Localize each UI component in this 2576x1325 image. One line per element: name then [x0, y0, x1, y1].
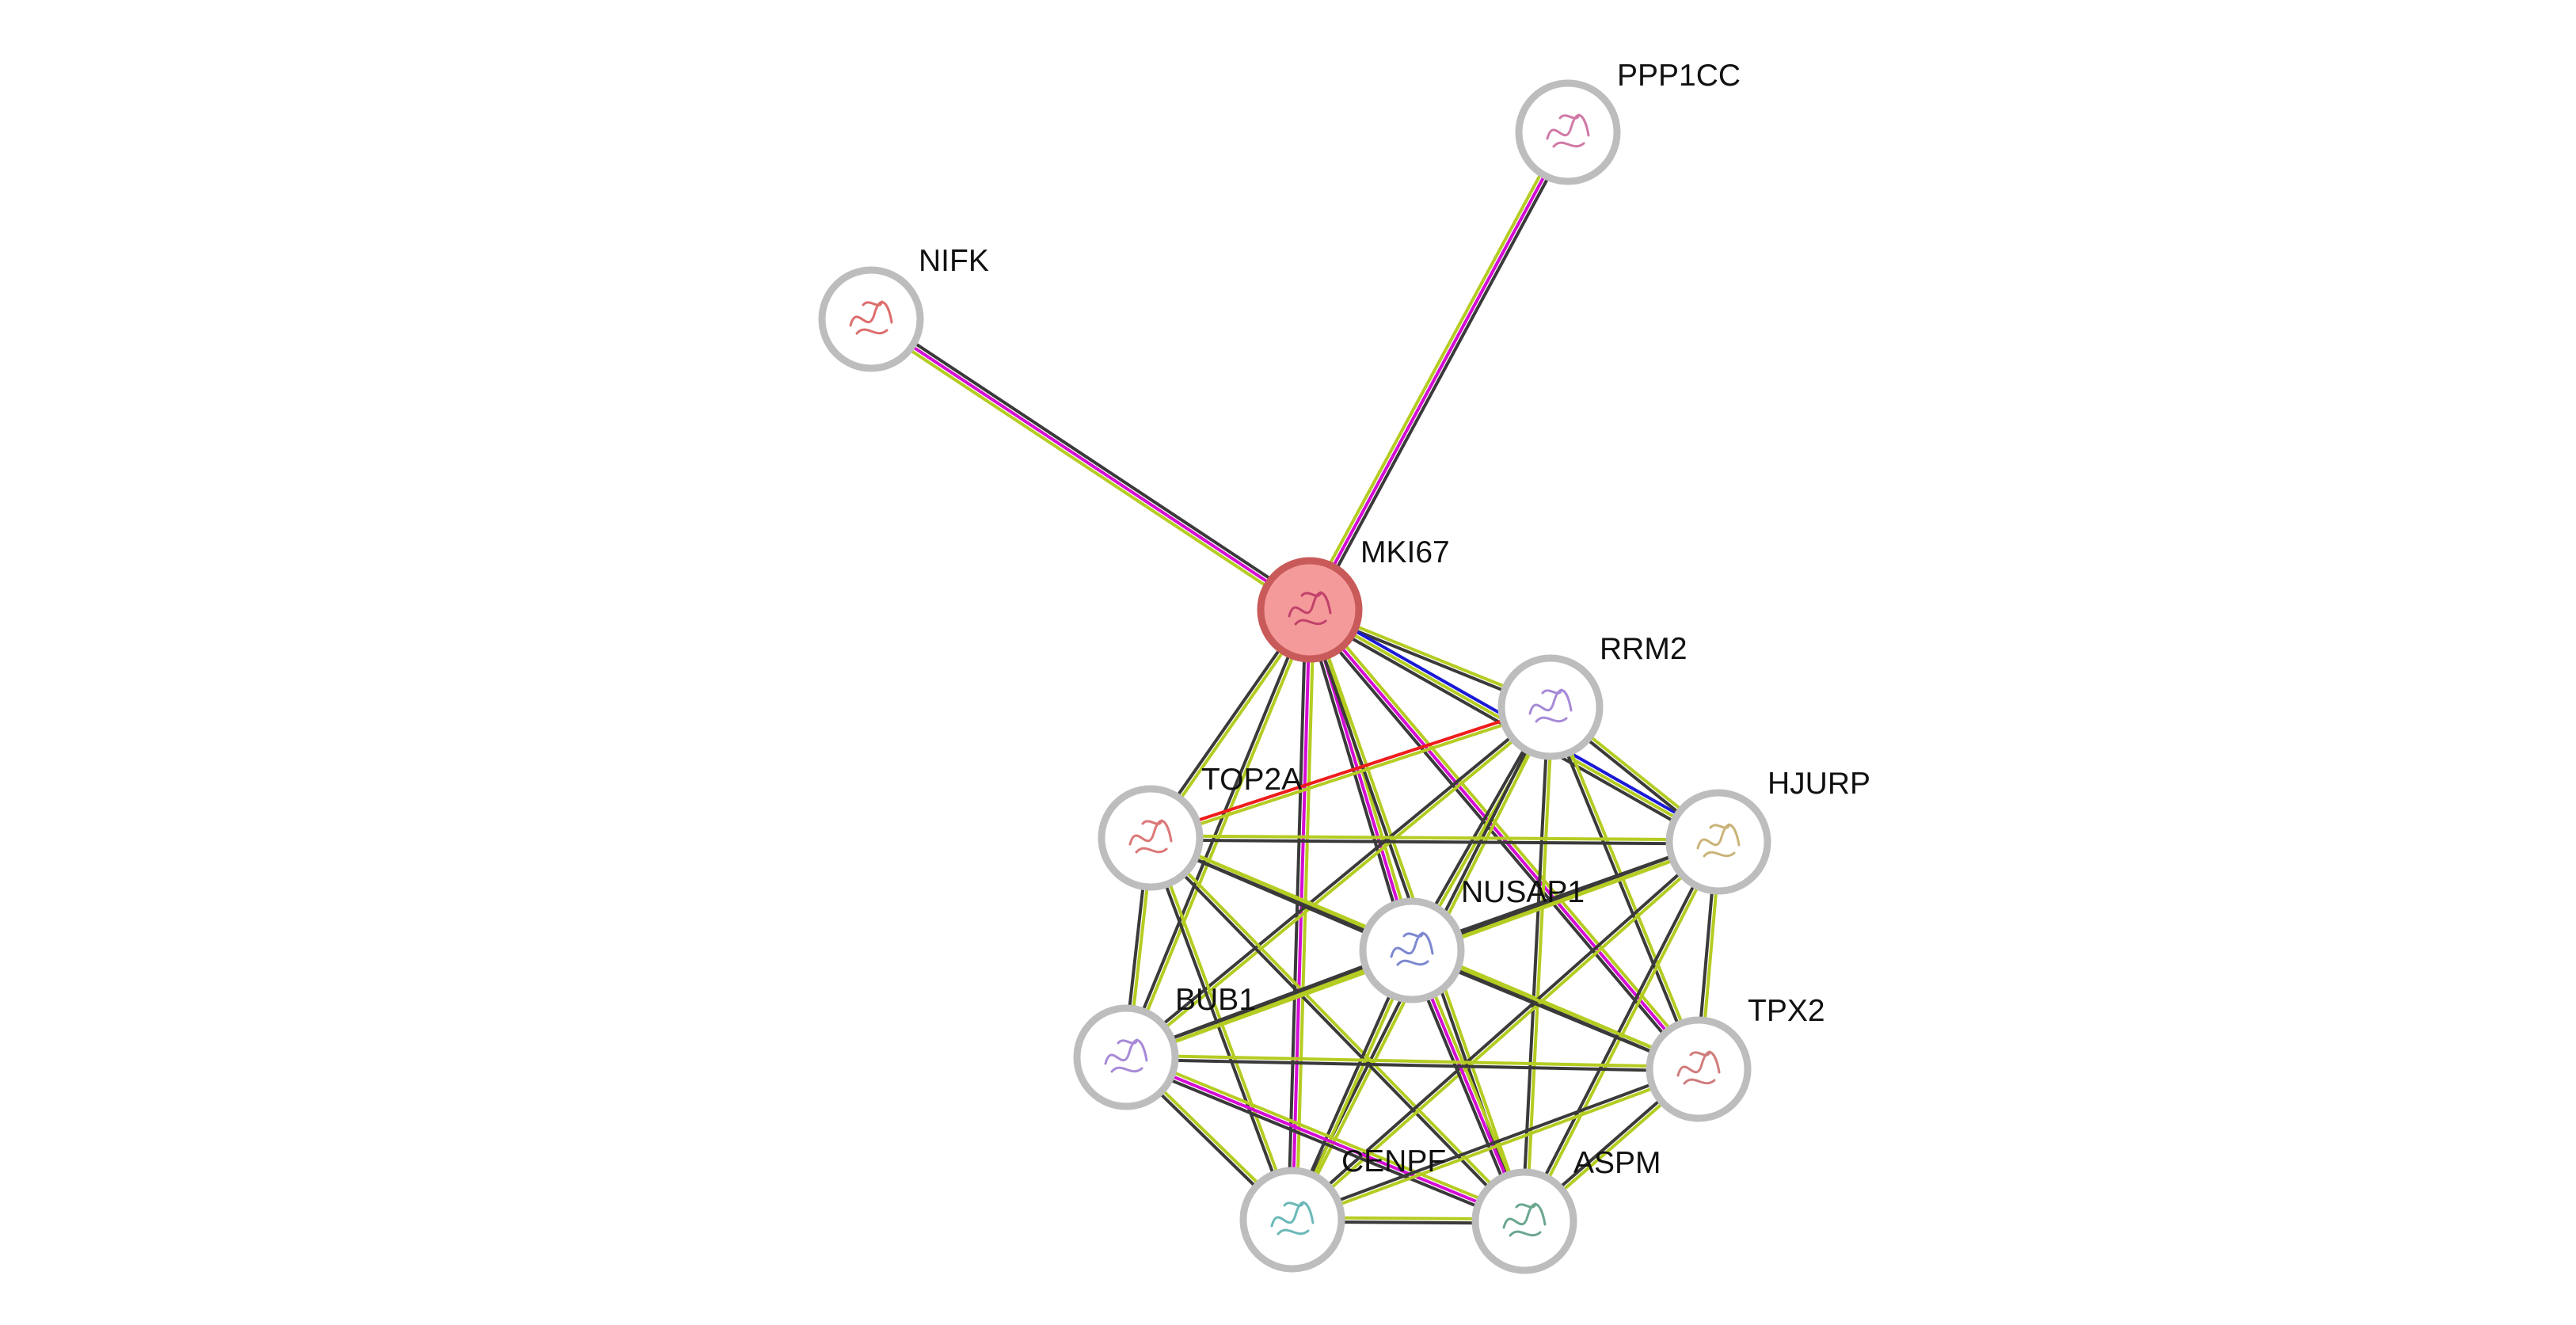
- edge-line-fusion: [1149, 703, 1551, 838]
- edge-line-textmining: [1304, 129, 1566, 609]
- node-hjurp[interactable]: HJURP: [1665, 767, 1870, 895]
- edge-line-experiments: [869, 318, 1311, 611]
- edge-line-coexpression: [1291, 1065, 1699, 1220]
- node-label: TPX2: [1748, 994, 1825, 1028]
- protein-structure-icon: [1696, 823, 1741, 858]
- node-nifk[interactable]: NIFK: [818, 244, 989, 372]
- node-label: NUSAP1: [1461, 875, 1585, 909]
- node-mki67[interactable]: MKI67: [1257, 535, 1450, 663]
- protein-structure-icon: [1546, 113, 1590, 148]
- edge-line-coexpression: [1124, 704, 1551, 1057]
- edge-line-coexpression: [1304, 610, 1410, 953]
- edge-tpx2-cenpf[interactable]: [1291, 1065, 1700, 1224]
- protein-structure-icon: [1676, 1050, 1721, 1085]
- edge-line-textmining: [868, 321, 1309, 615]
- edge-line-experiments: [1125, 1056, 1525, 1223]
- edge-line-textmining: [1551, 706, 1703, 1069]
- edge-line-coexpression: [872, 314, 1313, 608]
- edge-rrm2-aspm[interactable]: [1520, 706, 1554, 1222]
- protein-structure-icon: [1270, 1201, 1315, 1236]
- edge-line-textmining: [1126, 1053, 1699, 1069]
- edge-line-coexpression: [1150, 838, 1718, 846]
- node-label: ASPM: [1573, 1146, 1661, 1180]
- edge-line-coexpression: [1125, 1057, 1699, 1073]
- edge-line-textmining: [1151, 836, 1296, 1220]
- node-label: MKI67: [1360, 535, 1450, 569]
- edge-line-textmining: [1295, 610, 1316, 1220]
- protein-structure-ribbon-icon: [1288, 591, 1332, 626]
- edge-line-experiments: [1308, 131, 1570, 611]
- edge-mki67-nifk[interactable]: [868, 314, 1313, 615]
- edge-line-coexpression: [1124, 1059, 1524, 1227]
- edge-hjurp-aspm[interactable]: [1520, 840, 1722, 1224]
- edge-bub1-tpx2[interactable]: [1125, 1053, 1699, 1073]
- edge-line-coexpression: [1547, 707, 1699, 1071]
- node-bub1[interactable]: BUB1: [1073, 983, 1256, 1110]
- node-label: TOP2A: [1201, 763, 1302, 797]
- edge-rrm2-bub1[interactable]: [1124, 704, 1553, 1060]
- edge-line-coexpression: [1122, 608, 1310, 1057]
- node-aspm[interactable]: ASPM: [1471, 1146, 1661, 1274]
- edge-rrm2-tpx2[interactable]: [1547, 706, 1703, 1071]
- edge-mki67-bub1[interactable]: [1122, 608, 1314, 1059]
- node-tpx2[interactable]: TPX2: [1646, 994, 1825, 1122]
- edge-line-coexpression: [1311, 133, 1573, 613]
- protein-structure-icon: [1128, 819, 1173, 854]
- node-label: BUB1: [1175, 983, 1256, 1017]
- edge-line-coexpression: [1147, 838, 1292, 1221]
- node-label: HJURP: [1767, 767, 1870, 801]
- protein-structure-icon: [1502, 1202, 1547, 1237]
- edge-line-textmining: [1151, 834, 1719, 842]
- edge-line-coexpression: [1520, 706, 1551, 1221]
- edge-rrm2-top2a[interactable]: [1149, 703, 1552, 842]
- edge-line-textmining: [1126, 707, 1553, 1060]
- edge-mki67-ppp1cc[interactable]: [1304, 129, 1573, 613]
- edge-line-textmining: [1524, 842, 1722, 1224]
- node-label: CENPF: [1341, 1144, 1446, 1178]
- edge-bub1-aspm[interactable]: [1124, 1052, 1527, 1227]
- edge-top2a-hjurp[interactable]: [1150, 834, 1719, 846]
- protein-structure-icon: [1104, 1038, 1148, 1073]
- edge-line-textmining: [1292, 842, 1722, 1223]
- node-ppp1cc[interactable]: PPP1CC: [1515, 59, 1741, 185]
- node-cenpf[interactable]: CENPF: [1239, 1144, 1446, 1273]
- protein-structure-icon: [849, 300, 893, 335]
- edge-line-textmining: [1127, 1052, 1527, 1220]
- node-rrm2[interactable]: RRM2: [1497, 632, 1688, 760]
- node-label: NIFK: [919, 244, 989, 278]
- node-nusap1[interactable]: NUSAP1: [1359, 875, 1585, 1003]
- protein-structure-icon: [1528, 688, 1573, 723]
- edge-line-textmining: [1126, 610, 1314, 1059]
- node-label: RRM2: [1600, 632, 1688, 666]
- node-label: PPP1CC: [1617, 59, 1741, 93]
- edge-line-textmining: [1292, 1069, 1700, 1224]
- node-top2a[interactable]: TOP2A: [1098, 763, 1302, 891]
- edge-line-coexpression: [1520, 840, 1718, 1221]
- edge-top2a-cenpf[interactable]: [1147, 836, 1296, 1221]
- edge-line-textmining: [1151, 835, 1528, 1221]
- edge-line-textmining: [1151, 707, 1552, 842]
- edge-line-textmining: [1524, 707, 1554, 1222]
- protein-structure-icon: [1390, 931, 1434, 966]
